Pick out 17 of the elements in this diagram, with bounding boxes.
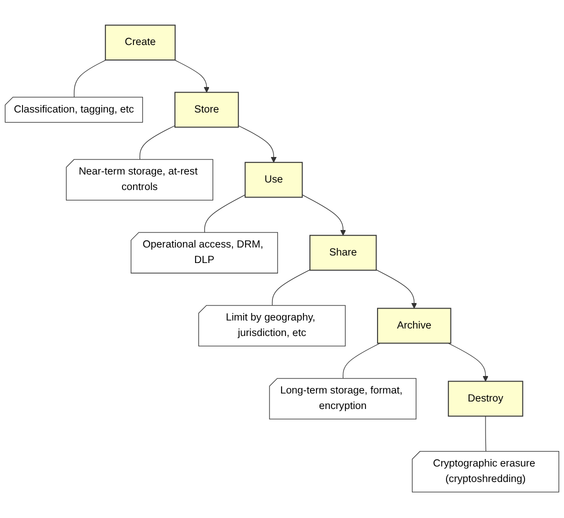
connector xyxy=(74,60,106,98)
arrow xyxy=(174,60,210,93)
arrow xyxy=(448,343,488,382)
connector xyxy=(272,270,310,306)
node-box: Use xyxy=(244,162,303,198)
node-box: Store xyxy=(174,92,239,128)
connector xyxy=(140,126,176,161)
node-box: Create xyxy=(104,25,176,61)
connector xyxy=(204,194,246,234)
connector xyxy=(342,343,380,380)
arrow xyxy=(376,270,417,309)
arrow xyxy=(302,194,346,236)
node-box: Destroy xyxy=(448,381,524,418)
node-box: Share xyxy=(309,235,377,272)
node-box: Archive xyxy=(377,308,452,344)
arrow xyxy=(238,126,277,164)
connector xyxy=(485,416,486,452)
